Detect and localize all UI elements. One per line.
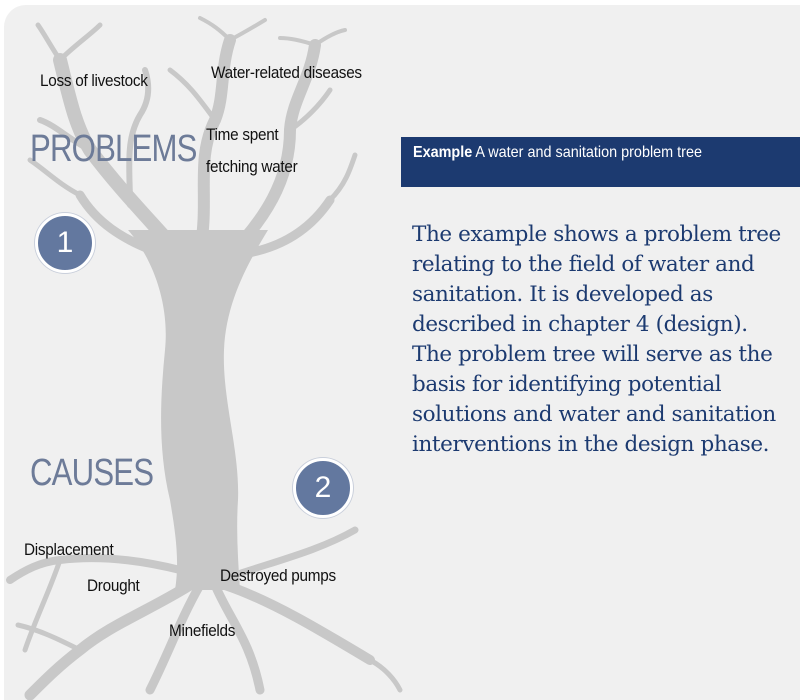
problem-label-fetching-water: fetching water bbox=[206, 157, 298, 176]
cause-label-drought: Drought bbox=[87, 576, 140, 595]
cause-label-minefields: Minefields bbox=[169, 621, 236, 640]
causes-number-badge: 2 bbox=[293, 458, 353, 518]
example-header: Example A water and sanitation problem t… bbox=[401, 137, 800, 187]
causes-heading: CAUSES bbox=[30, 452, 154, 494]
problem-label-time-spent: Time spent bbox=[206, 125, 279, 144]
example-header-lead: Example bbox=[413, 144, 473, 161]
problems-heading: PROBLEMS bbox=[30, 128, 197, 170]
example-header-title: A water and sanitation problem tree bbox=[472, 144, 702, 161]
cause-label-destroyed-pumps: Destroyed pumps bbox=[220, 566, 336, 585]
problem-label-diseases: Water-related diseases bbox=[211, 63, 362, 82]
cause-label-displacement: Displacement bbox=[24, 540, 114, 559]
problem-label-livestock: Loss of livestock bbox=[40, 71, 148, 90]
example-description: The example shows a problem tree relatin… bbox=[412, 222, 781, 457]
problems-number-badge: 1 bbox=[35, 213, 95, 273]
